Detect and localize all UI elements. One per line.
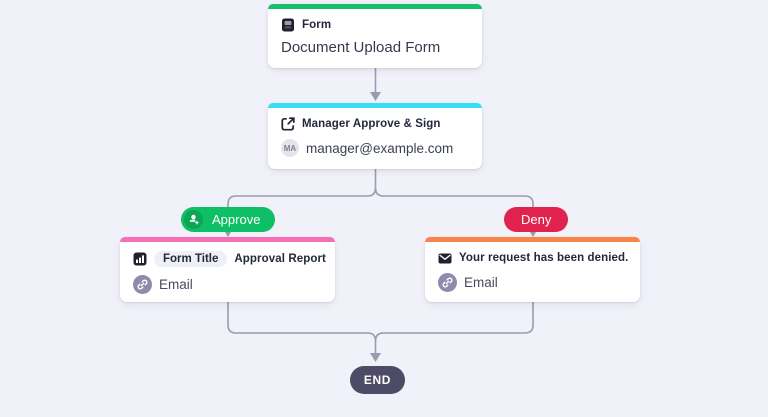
form-node-type-label: Form <box>302 19 332 31</box>
deny-branch-pill[interactable]: Deny <box>504 207 569 232</box>
end-node[interactable]: END <box>350 366 405 394</box>
form-node-accent <box>268 4 482 9</box>
assignee-email: manager@example.com <box>306 140 454 156</box>
denied-email-accent <box>425 237 640 242</box>
approval-node-type-label: Manager Approve & Sign <box>302 118 441 130</box>
arrow-down-icon <box>370 353 381 362</box>
approve-branch-label: Approve <box>212 212 261 227</box>
link-icon <box>438 273 457 292</box>
deny-branch-label: Deny <box>521 212 552 227</box>
sign-icon <box>281 117 295 131</box>
approve-stamp-icon <box>184 210 203 229</box>
assignee-avatar: MA <box>281 139 299 157</box>
denied-email-node[interactable]: Your request has been denied. Email <box>425 237 640 302</box>
form-node-title: Document Upload Form <box>281 39 441 56</box>
bar-chart-icon <box>133 252 147 266</box>
denied-email-channel: Email <box>464 275 498 290</box>
form-title-badge: Form Title <box>154 251 228 267</box>
denied-email-title: Your request has been denied. <box>459 252 629 264</box>
end-node-label: END <box>363 373 392 387</box>
approval-report-node[interactable]: Form Title Approval Report Email <box>120 237 335 302</box>
form-node[interactable]: Form Document Upload Form <box>268 4 482 68</box>
approval-report-channel: Email <box>159 277 193 292</box>
mail-icon <box>438 251 452 265</box>
approval-report-accent <box>120 237 335 242</box>
form-icon <box>281 18 295 32</box>
link-icon <box>133 275 152 294</box>
approve-branch-pill[interactable]: Approve <box>181 207 276 232</box>
approval-node-accent <box>268 103 482 108</box>
approval-node[interactable]: Manager Approve & Sign MA manager@exampl… <box>268 103 482 169</box>
arrow-down-icon <box>370 92 381 101</box>
approval-report-title: Approval Report <box>234 253 326 265</box>
